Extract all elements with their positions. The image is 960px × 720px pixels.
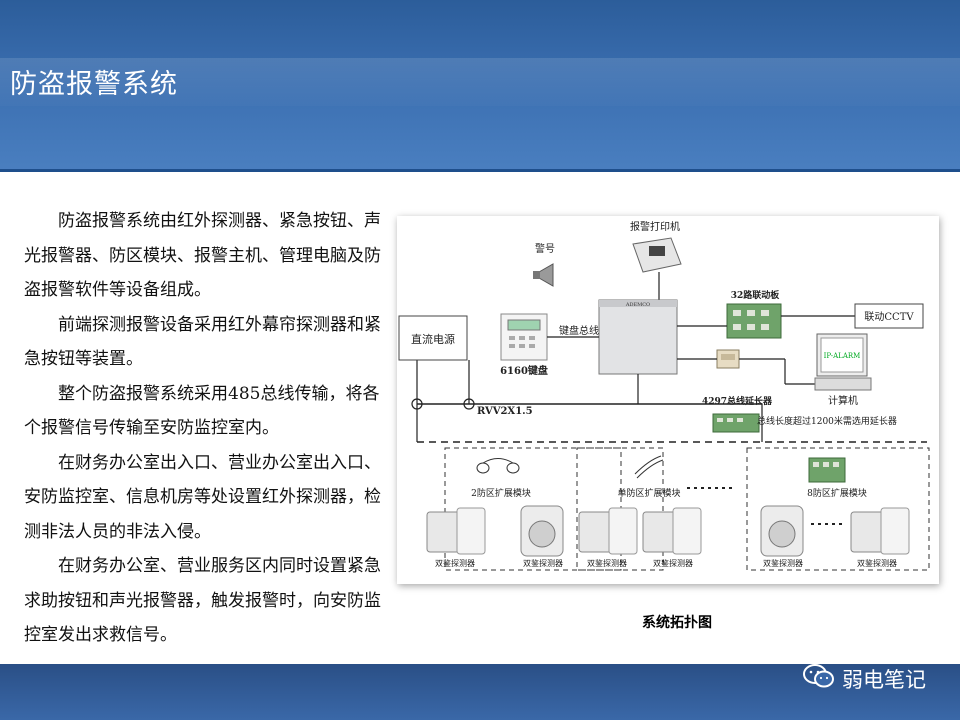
keypad-label: 6160键盘 — [500, 364, 548, 377]
printer-label: 报警打印机 — [630, 220, 680, 233]
siren-label: 警号 — [535, 242, 555, 255]
detector-label: 双鉴探测器 — [763, 558, 803, 568]
paragraph: 防盗报警系统由红外探测器、紧急按钮、声光报警器、防区模块、报警主机、管理电脑及防… — [24, 204, 396, 308]
topology-svg: 直流电源 警号 报警打印机 ADEMCO 键盘总线 6160键盘 — [397, 216, 939, 584]
wechat-icon — [802, 662, 836, 695]
detector-label: 双鉴探测器 — [523, 558, 563, 568]
relay-board-label: 32路联动板 — [731, 289, 781, 301]
paragraph: 前端探测报警设备采用红外幕帘探测器和紧急按钮等装置。 — [24, 308, 396, 377]
bus-cable-label: RVV2X1.5 — [477, 406, 533, 417]
watermark: 弱电笔记 — [802, 662, 926, 695]
page-title: 防盗报警系统 — [10, 62, 178, 101]
zone1-label: 单防区扩展模块 — [617, 487, 680, 499]
cctv-label: 联动CCTV — [864, 311, 914, 323]
computer-screen-text: IP-ALARM — [824, 352, 861, 360]
detector-label: 双鉴探测器 — [435, 558, 475, 568]
body-text: 防盗报警系统由红外探测器、紧急按钮、声光报警器、防区模块、报警主机、管理电脑及防… — [24, 204, 396, 653]
zone8-module-icon — [809, 458, 845, 482]
detector-label: 双鉴探测器 — [857, 558, 897, 568]
detector-label: 双鉴探测器 — [653, 558, 693, 568]
zone8-label: 8防区扩展模块 — [807, 487, 867, 499]
topology-diagram: 直流电源 警号 报警打印机 ADEMCO 键盘总线 6160键盘 — [397, 216, 939, 584]
detector-icon — [761, 506, 803, 556]
watermark-text: 弱电笔记 — [842, 664, 926, 694]
computer-label: 计算机 — [828, 394, 858, 407]
detector-icon — [427, 508, 485, 554]
printer-icon — [633, 238, 681, 272]
converter-icon — [717, 350, 739, 368]
zone1-module-icon — [635, 456, 663, 478]
paragraph: 整个防盗报警系统采用485总线传输，将各个报警信号传输至安防监控室内。 — [24, 377, 396, 446]
zone2-module-icon — [477, 459, 519, 474]
detector-icon — [521, 506, 563, 556]
extender-icon — [713, 414, 759, 432]
detector-label: 双鉴探测器 — [587, 558, 627, 568]
diagram-caption: 系统拓扑图 — [642, 612, 712, 632]
detector-icon — [643, 508, 701, 554]
relay-board-icon — [727, 304, 781, 338]
zone2-label: 2防区扩展模块 — [471, 487, 531, 499]
computer-icon — [815, 334, 871, 390]
siren-icon — [533, 264, 553, 286]
paragraph: 在财务办公室出入口、营业办公室出入口、安防监控室、信息机房等处设置红外探测器，检… — [24, 446, 396, 550]
keypad-icon — [501, 314, 547, 360]
keypad-bus-label: 键盘总线 — [559, 324, 599, 337]
panel-brand: ADEMCO — [625, 302, 650, 308]
detector-icon — [579, 508, 637, 554]
detector-icon — [851, 508, 909, 554]
alarm-panel — [599, 300, 677, 374]
dc-power-label: 直流电源 — [411, 332, 455, 346]
paragraph: 在财务办公室、营业服务区内同时设置紧急求助按钮和声光报警器，触发报警时，向安防监… — [24, 549, 396, 653]
bus-note: 总线长度超过1200米需选用延长器 — [757, 415, 897, 427]
